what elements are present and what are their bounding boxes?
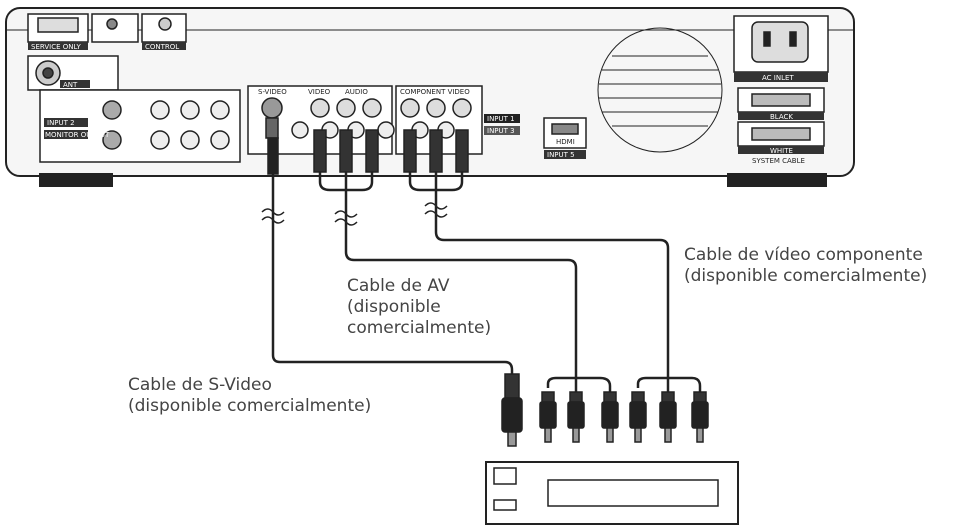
callout-svideo-line1: Cable de S-Video xyxy=(128,375,272,395)
label-ant: ANT xyxy=(63,81,78,89)
callout-component-line2: (disponible comercialmente) xyxy=(684,266,928,286)
callout-av-line1: Cable de AV xyxy=(347,276,450,296)
label-monitor-output: MONITOR OUTPUT xyxy=(45,131,110,139)
label-input2: INPUT 2 xyxy=(47,119,75,127)
label-white: WHITE xyxy=(770,147,793,155)
label-input3: INPUT 3 xyxy=(487,127,515,135)
label-audio: AUDIO xyxy=(345,88,368,96)
label-video: VIDEO xyxy=(308,88,331,96)
callout-svideo-line2: (disponible comercialmente) xyxy=(128,396,372,416)
label-control: CONTROL xyxy=(145,43,179,51)
label-component-video: COMPONENT VIDEO xyxy=(400,88,470,96)
label-input1: INPUT 1 xyxy=(487,115,515,123)
label-ac-inlet: AC INLET xyxy=(762,74,794,82)
callout-av-line3: comercialmente) xyxy=(347,318,492,338)
label-black: BLACK xyxy=(770,113,793,121)
label-system-cable: SYSTEM CABLE xyxy=(752,157,805,165)
callout-av-cable: Cable de AV (disponible comercialmente) xyxy=(347,276,491,339)
source-device xyxy=(485,461,739,525)
callout-component-line1: Cable de vídeo componente xyxy=(684,245,923,265)
callout-svideo-cable: Cable de S-Video (disponible comercialme… xyxy=(128,375,371,417)
input-jacks xyxy=(261,97,472,139)
label-input5: INPUT 5 xyxy=(547,151,575,159)
antenna-terminal xyxy=(27,55,119,91)
service-port-area xyxy=(27,13,187,43)
cable-break-marks xyxy=(261,202,448,226)
input-jack-block xyxy=(247,85,483,155)
source-plugs xyxy=(501,373,709,447)
fan-grille xyxy=(597,27,723,153)
callout-component-cable: Cable de vídeo componente (disponible co… xyxy=(684,245,927,287)
ac-inlet xyxy=(733,15,829,73)
label-s-video: S-VIDEO xyxy=(258,88,287,96)
cables xyxy=(271,172,702,392)
label-hdmi: HDMI xyxy=(556,138,575,146)
label-service-only: SERVICE ONLY xyxy=(31,43,81,51)
hdmi-port xyxy=(543,117,587,149)
callout-av-line2: (disponible xyxy=(347,297,441,317)
